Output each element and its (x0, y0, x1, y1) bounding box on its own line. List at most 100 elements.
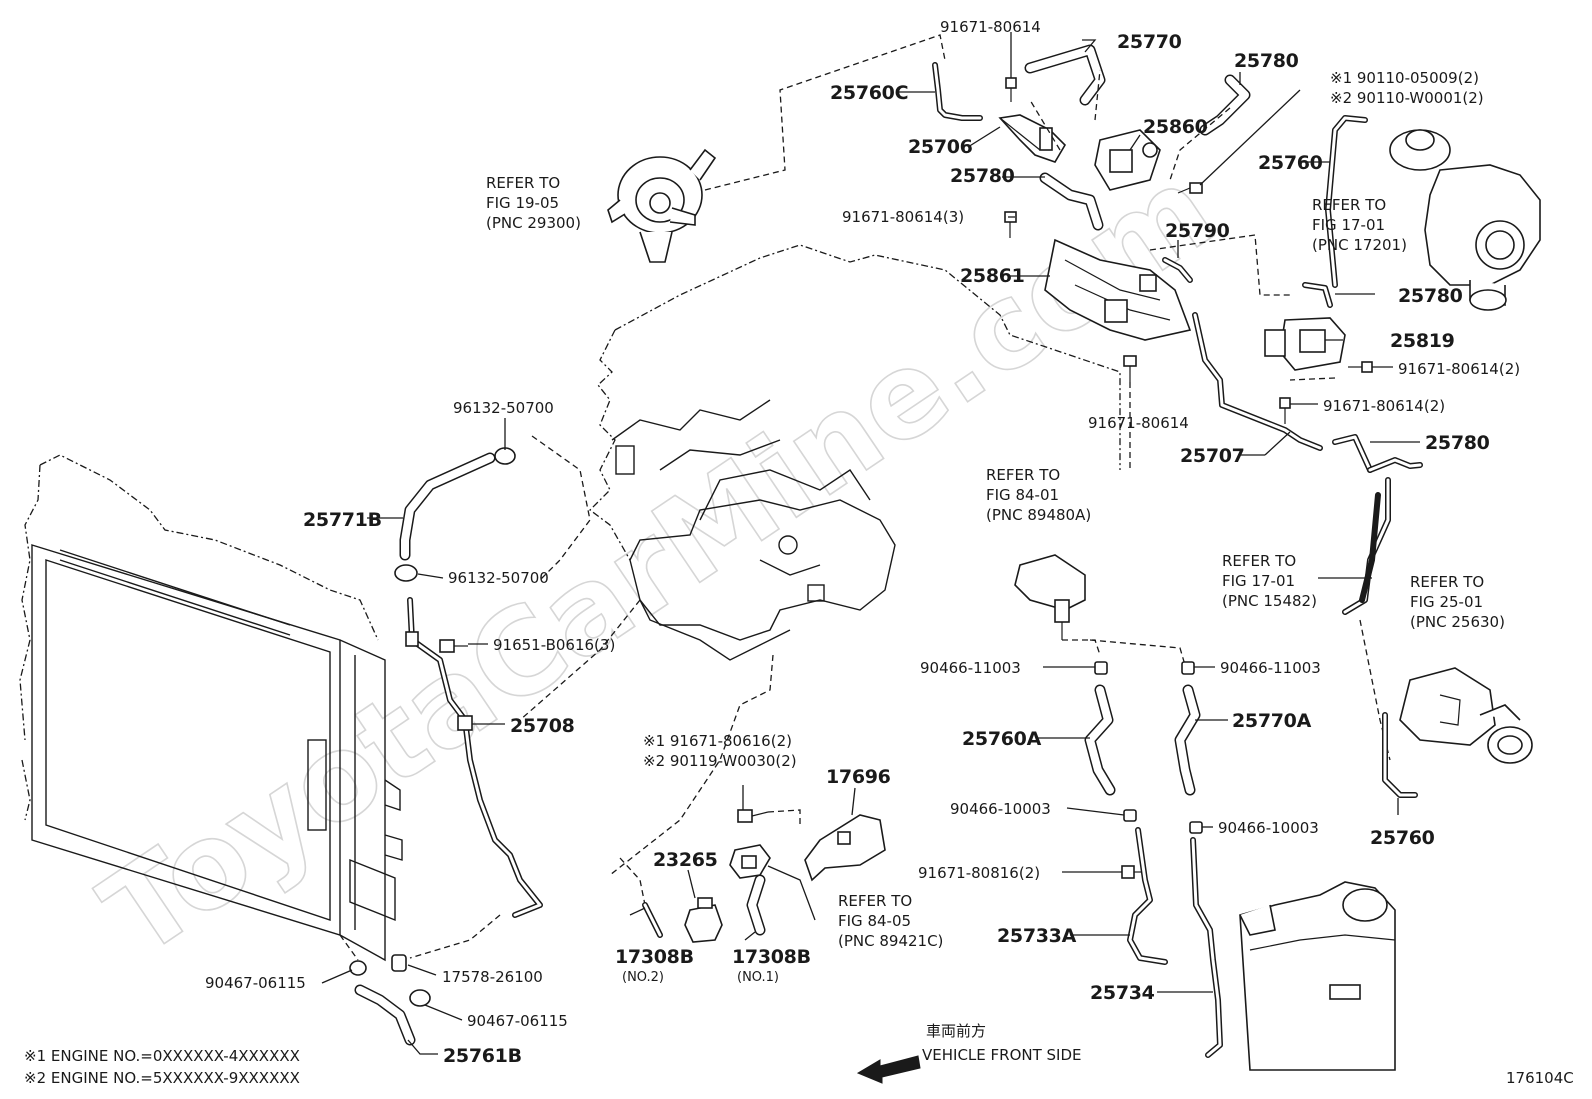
callout-96132-top: 96132-50700 (453, 399, 554, 417)
exhaust-body (1239, 881, 1396, 1071)
callout-17578: 17578-26100 (442, 968, 543, 986)
callout-25708: 25708 (510, 715, 575, 737)
ref-25-01-l3: (PNC 25630) (1410, 613, 1505, 631)
callout-90466-11003-r: 90466-11003 (1220, 659, 1321, 677)
callout-25780-low: 25780 (1425, 432, 1490, 454)
clamp-90466-11003-l (1094, 661, 1108, 675)
callout-91671-80816: 91671-80816(2) (918, 864, 1040, 882)
clamp-90467-l (349, 960, 367, 976)
dash-pump-25760c (704, 34, 946, 191)
bracket-17696 (804, 814, 886, 882)
ref-fig-19-05: REFER TO FIG 19-05 (PNC 29300) (486, 174, 581, 232)
clamp-96132-bot (394, 564, 418, 582)
callout-25760c: 25760C (830, 82, 908, 104)
callout-25790: 25790 (1165, 220, 1230, 242)
callout-25861: 25861 (960, 265, 1025, 287)
ref-fig-84-05: REFER TO FIG 84-05 (PNC 89421C) (838, 892, 943, 950)
callout-25860: 25860 (1143, 116, 1208, 138)
sublabel-no1: (NO.1) (737, 970, 779, 985)
leaders (321, 32, 1420, 1055)
callout-91671-80614-2b: 91671-80614(2) (1323, 397, 1445, 415)
egr-valve (1399, 667, 1533, 764)
ref-25-01-l1: REFER TO (1410, 573, 1484, 591)
ref-84-05-l3: (PNC 89421C) (838, 932, 943, 950)
filter-23265 (684, 897, 723, 943)
variant-center-1: ※1 91671-80616(2) (643, 732, 792, 750)
callout-25760a: 25760A (962, 728, 1042, 750)
callout-91671-80614-3: 91671-80614(3) (842, 208, 964, 226)
ref-19-05-l3: (PNC 29300) (486, 214, 581, 232)
sublabel-no2: (NO.2) (622, 970, 664, 985)
callout-25780-mid: 25780 (950, 165, 1015, 187)
ref-17-01b-l1: REFER TO (1222, 552, 1296, 570)
bolt-91671-2a (1348, 361, 1373, 373)
note-engine-1: ※1 ENGINE NO.=0XXXXXX-4XXXXXX (24, 1047, 300, 1065)
bracket-25706 (998, 114, 1067, 163)
callout-91671-80614-2a: 91671-80614(2) (1398, 360, 1520, 378)
callout-90467-l: 90467-06115 (205, 974, 306, 992)
callout-90466-11003-l: 90466-11003 (920, 659, 1021, 677)
ref-84-01-l3: (PNC 89480A) (986, 506, 1091, 524)
callout-17308b-no2: 17308B (615, 946, 694, 968)
note-engine-2: ※2 ENGINE NO.=5XXXXXX-9XXXXXX (24, 1069, 300, 1087)
callout-91671-80614-center: 91671-80614 (1088, 414, 1189, 432)
ref-19-05-l2: FIG 19-05 (486, 194, 559, 212)
callout-90467-r: 90467-06115 (467, 1012, 568, 1030)
ref-17-01b-l3: (PNC 15482) (1222, 592, 1317, 610)
turbo-egr (1389, 129, 1541, 311)
bolt-91671-3 (1004, 211, 1017, 238)
clamp-90467-r (409, 989, 431, 1007)
callout-91651: 91651-B0616(3) (493, 636, 615, 654)
callout-25819: 25819 (1390, 330, 1455, 352)
ref-84-01-l1: REFER TO (986, 466, 1060, 484)
variant-top-right-2: ※2 90110-W0001(2) (1330, 89, 1484, 107)
bolt-91671-80616 (737, 809, 769, 823)
callout-25760-top: 25760 (1258, 152, 1323, 174)
callout-25734: 25734 (1090, 982, 1155, 1004)
ref-17-01a-l3: (PNC 17201) (1312, 236, 1407, 254)
clamp-90466-10003-r (1189, 821, 1203, 834)
ref-25-01-l2: FIG 25-01 (1410, 593, 1483, 611)
clamp-90466-11003-r (1181, 661, 1195, 675)
variant-top-right-1: ※1 90110-05009(2) (1330, 69, 1479, 87)
dash-engine-25708 (519, 599, 641, 721)
ref-fig-17-01-a: REFER TO FIG 17-01 (PNC 17201) (1312, 196, 1407, 254)
vehicle-front-indicator: 車両前方 VEHICLE FRONT SIDE (856, 1022, 1082, 1084)
clamp-90466-10003-l (1123, 809, 1137, 822)
figure-code: 176104C (1506, 1069, 1574, 1087)
callout-96132-bot: 96132-50700 (448, 569, 549, 587)
bolt-91651 (439, 639, 468, 653)
vsv-25860 (1094, 129, 1161, 191)
vsv-assy-center (729, 844, 771, 879)
front-arrow-icon (856, 1055, 921, 1084)
callout-25733a: 25733A (997, 925, 1077, 947)
clip-17578 (391, 954, 407, 972)
engine-outline (589, 244, 1121, 661)
ref-fig-84-01: REFER TO FIG 84-01 (PNC 89480A) (986, 466, 1091, 524)
ref-84-05-l2: FIG 84-05 (838, 912, 911, 930)
vsv-25819 (1264, 317, 1346, 371)
callout-25780-top: 25780 (1234, 50, 1299, 72)
ref-19-05-l1: REFER TO (486, 174, 560, 192)
bracket-25861 (1044, 238, 1192, 341)
ref-84-01-l2: FIG 84-01 (986, 486, 1059, 504)
ref-fig-17-01-b: REFER TO FIG 17-01 (PNC 15482) (1222, 552, 1317, 610)
callout-25780-right: 25780 (1398, 285, 1463, 307)
callout-91671-80614-top: 91671-80614 (940, 18, 1041, 36)
callout-25761b: 25761B (443, 1045, 522, 1067)
bolt-90110 (1177, 182, 1203, 194)
callout-90466-10003-r: 90466-10003 (1218, 819, 1319, 837)
dash-17308b-no2 (619, 857, 646, 906)
callout-23265: 23265 (653, 849, 718, 871)
ref-84-05-l1: REFER TO (838, 892, 912, 910)
ref-17-01b-l2: FIG 17-01 (1222, 572, 1295, 590)
callout-25707: 25707 (1180, 445, 1245, 467)
callout-25771b: 25771B (303, 509, 382, 531)
callout-25760-bot: 25760 (1370, 827, 1435, 849)
clamp-96132-top (494, 447, 516, 465)
vacuum-pump (607, 148, 717, 263)
bolt-91671-center (1123, 355, 1137, 382)
front-label-jp: 車両前方 (926, 1022, 986, 1040)
dash-engine-17308b (609, 654, 774, 876)
